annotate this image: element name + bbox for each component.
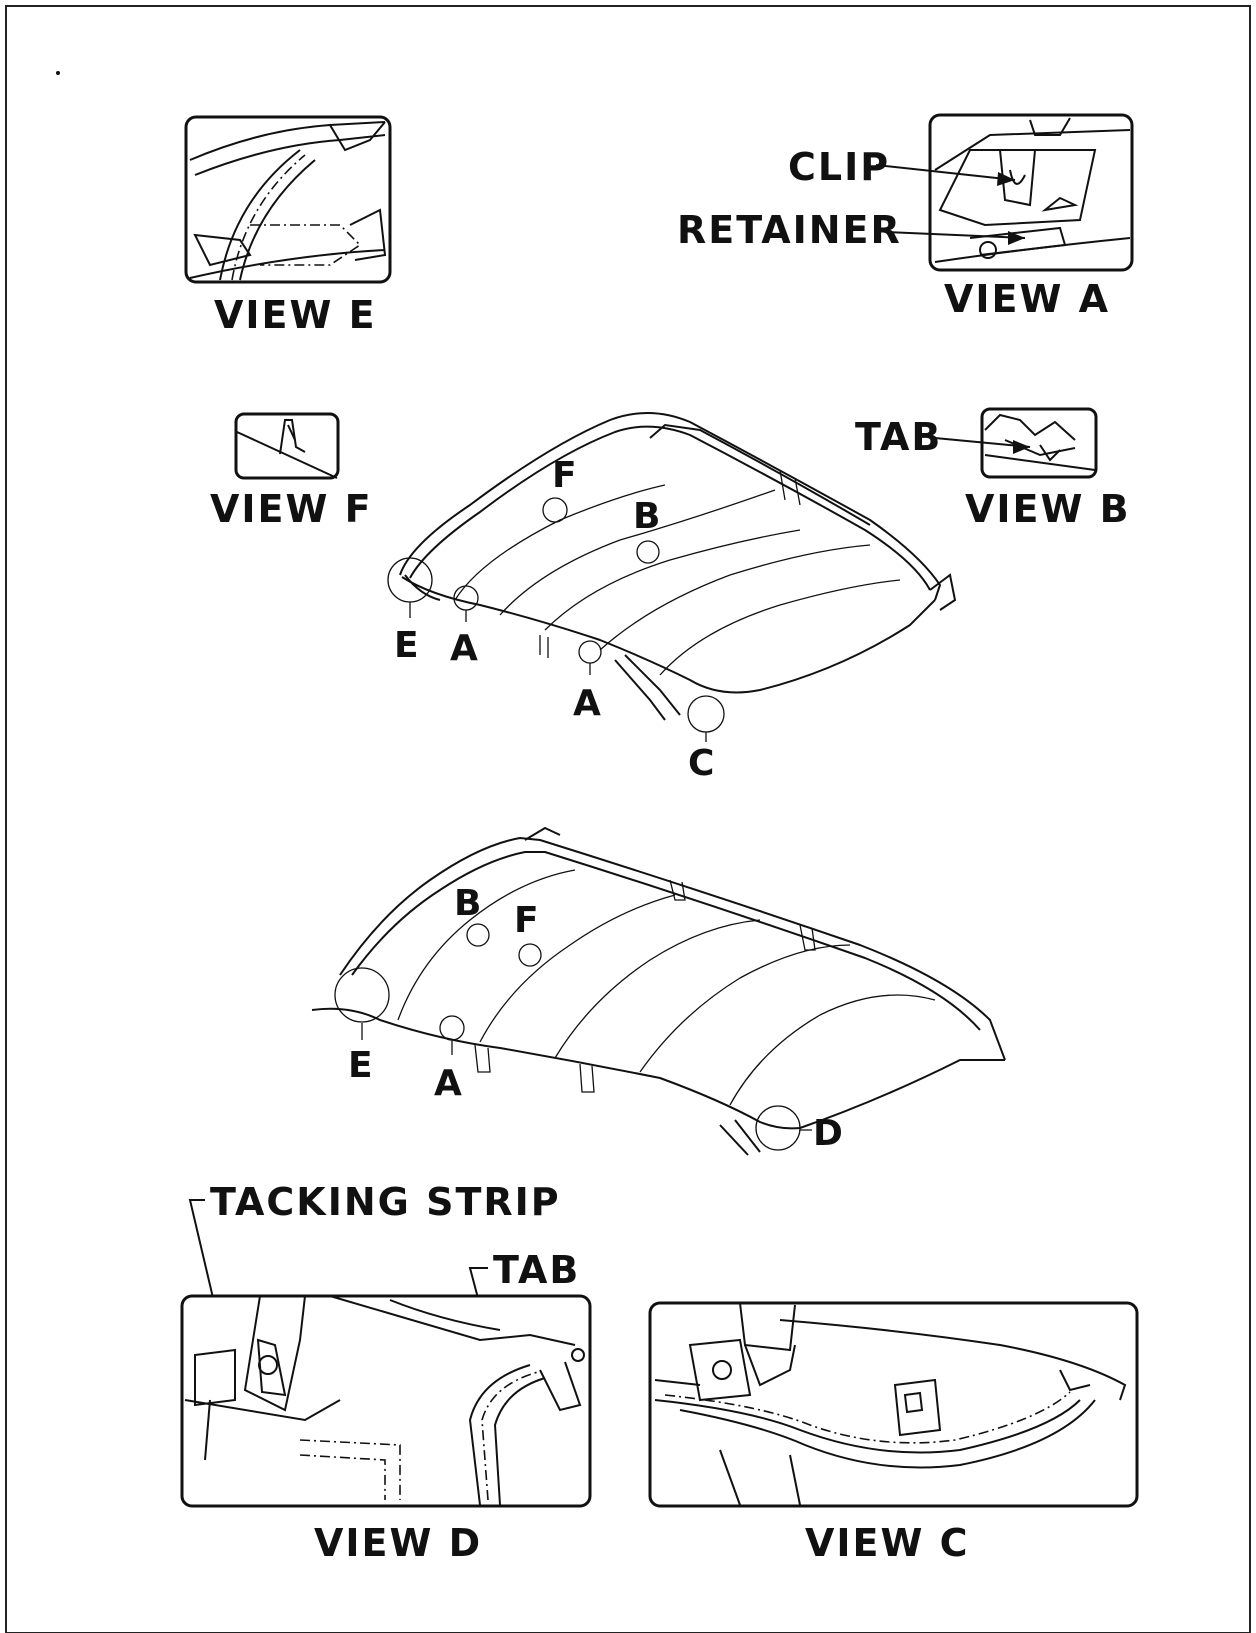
view-c-inset [648, 1301, 1139, 1508]
upper-callout-c: C [688, 743, 714, 784]
scan-speck [56, 71, 60, 75]
view-b-inset [980, 407, 1098, 479]
lower-callout-b: B [454, 883, 481, 924]
view-d-inset [180, 1294, 592, 1508]
upper-callout-b: B [633, 496, 660, 537]
lower-roof-assembly [311, 826, 1006, 1156]
lower-callout-a: A [434, 1063, 462, 1104]
upper-callout-f: F [552, 455, 577, 496]
view-f-label: VIEW F [210, 487, 373, 531]
lower-callout-e: E [348, 1045, 373, 1086]
view-b-label: VIEW B [965, 487, 1131, 531]
upper-callout-circle-b [636, 540, 660, 564]
lower-callout-circle-a [439, 1015, 465, 1041]
clip-label: CLIP [788, 145, 890, 189]
lower-callout-circle-b [466, 923, 490, 947]
tab-b-label: TAB [855, 415, 942, 459]
upper-callout-circle-a1 [453, 585, 479, 611]
clip-arrowhead [997, 172, 1015, 186]
view-e-label: VIEW E [214, 293, 377, 337]
lower-callout-circle-e [334, 967, 390, 1023]
tab-d-label: TAB [493, 1248, 580, 1292]
lower-callout-f: F [514, 900, 539, 941]
view-a-inset [928, 113, 1134, 272]
retainer-label: RETAINER [677, 208, 902, 252]
upper-roof-assembly [387, 412, 957, 742]
upper-callout-a2: A [573, 683, 601, 724]
tacking-strip-label: TACKING STRIP [210, 1180, 561, 1224]
page-border [5, 5, 1251, 1633]
upper-callout-a1: A [450, 628, 478, 669]
upper-callout-circle-a2 [578, 640, 602, 664]
view-c-label: VIEW C [805, 1521, 970, 1565]
upper-callout-e: E [394, 625, 419, 666]
view-f-inset [234, 412, 340, 480]
view-a-label: VIEW A [944, 277, 1110, 321]
upper-callout-circle-c [687, 695, 725, 733]
retainer-leader [884, 231, 1026, 239]
lower-callout-circle-f [518, 943, 542, 967]
lower-callout-circle-d [755, 1105, 801, 1151]
clip-leader [875, 164, 1016, 181]
view-d-label: VIEW D [314, 1521, 482, 1565]
view-e-inset [184, 115, 392, 284]
lower-callout-d: D [813, 1113, 843, 1154]
upper-callout-circle-f [542, 497, 568, 523]
retainer-arrowhead [1008, 231, 1025, 245]
tab-b-arrowhead [1013, 440, 1030, 454]
